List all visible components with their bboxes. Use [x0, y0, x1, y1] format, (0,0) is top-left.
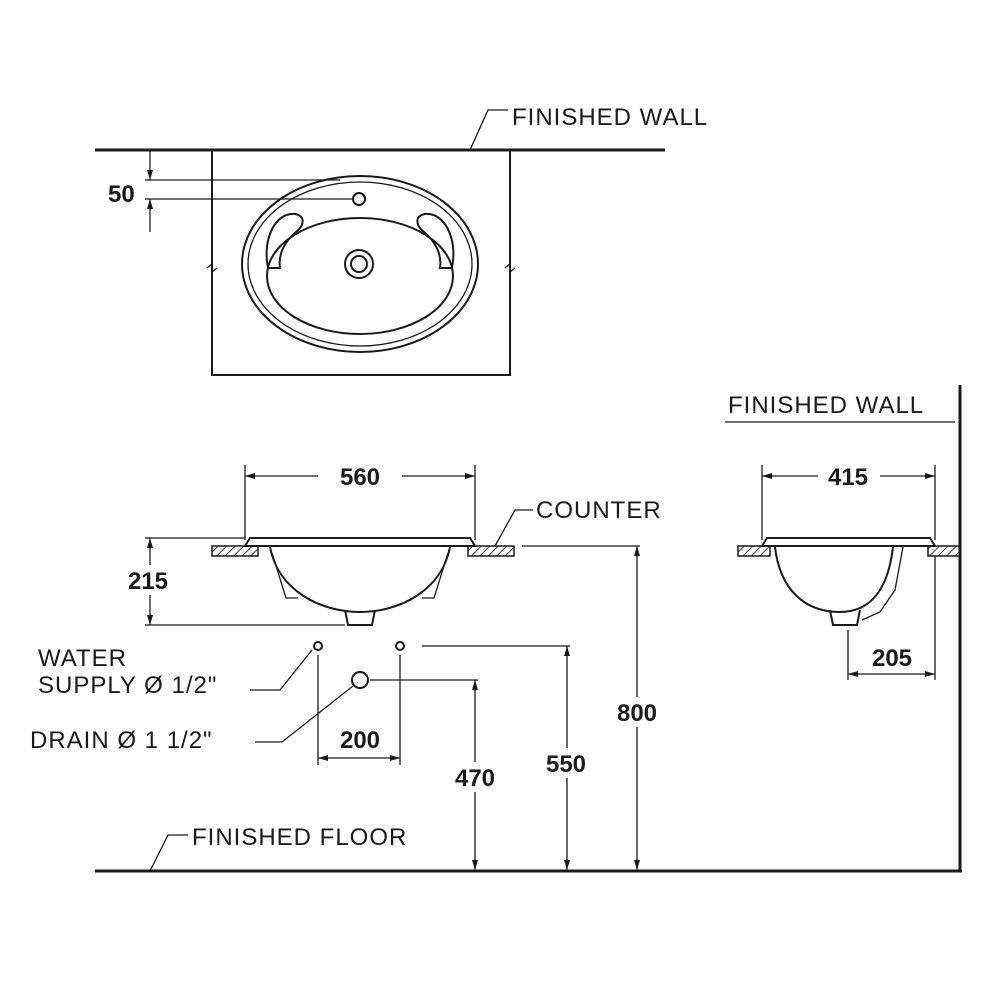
- basin-back-right: [422, 552, 449, 599]
- counter-outline-plan: [211, 149, 511, 376]
- break-mark-right: [504, 262, 516, 274]
- side-drain-outlet: [829, 609, 861, 626]
- floor: FINISHED FLOOR: [95, 824, 962, 873]
- basin-height-text-bg: [120, 565, 180, 595]
- water-supply-right: [395, 641, 405, 651]
- side-basin-rim: [760, 537, 937, 547]
- counter-section-side-left: [737, 545, 771, 557]
- basin-depth-text-bg: [818, 460, 880, 490]
- overflow-slot-left: [265, 212, 304, 269]
- basin-width-text-bg: [318, 460, 402, 490]
- drain-hole-outer: [344, 249, 374, 279]
- finished-floor-label: FINISHED FLOOR: [192, 824, 407, 851]
- basin-bowl-front: [269, 546, 451, 614]
- drain-height-text-bg: [447, 762, 503, 792]
- counter-section-right: [467, 545, 515, 557]
- drain-outlet-wall: [351, 671, 369, 689]
- basin-depth-dimension: 415: [828, 464, 868, 491]
- drain-hole-inner: [350, 255, 368, 273]
- counter-section-left: [211, 545, 259, 557]
- finished-floor-leader: [149, 834, 188, 872]
- counter-label: COUNTER: [536, 497, 662, 524]
- counter-leader: [494, 509, 533, 547]
- finished-wall-leader-top: [469, 109, 508, 151]
- basin-back-left: [271, 552, 298, 599]
- drain-leader: [255, 685, 354, 743]
- drain-height-dimension: 470: [455, 765, 495, 792]
- drain-label: DRAIN Ø 1 1/2": [30, 727, 213, 754]
- side-depth-dimension: 205: [872, 645, 912, 672]
- drain-outlet-front: [344, 609, 376, 626]
- supply-spacing-dimension: 200: [340, 727, 380, 754]
- counter-height-text-bg: [607, 697, 667, 727]
- plan-view: FINISHED WALL 50: [95, 104, 708, 376]
- water-supply-leader: [250, 649, 313, 691]
- basin-rim-inner: [247, 181, 473, 347]
- water-supply-label-line1: WATER: [38, 645, 127, 672]
- basin-width-dimension: 560: [340, 464, 380, 491]
- basin-height-dimension: 215: [128, 568, 168, 595]
- finished-wall-label-side: FINISHED WALL: [728, 392, 924, 419]
- basin-bowl: [266, 217, 454, 335]
- break-mark-left: [206, 262, 218, 274]
- overflow-slot-right: [416, 212, 455, 269]
- finished-wall-label-top: FINISHED WALL: [512, 104, 708, 131]
- side-basin-bowl: [774, 546, 894, 614]
- supply-height-text-bg: [537, 748, 597, 778]
- side-basin-back: [861, 546, 904, 621]
- counter-section-side-right: [927, 545, 961, 557]
- basin-rim-outer: [241, 175, 479, 353]
- water-supply-label-line2: SUPPLY Ø 1/2": [38, 672, 217, 699]
- water-supply-left: [313, 641, 323, 651]
- supply-height-dimension: 550: [546, 751, 586, 778]
- basin-rim-front: [243, 537, 477, 547]
- front-elevation: 560 COUNTER 215 WATER SUPPLY Ø 1/2" DRAI…: [30, 460, 667, 870]
- faucet-offset-dimension: 50: [108, 181, 135, 208]
- side-elevation: FINISHED WALL 415 205: [725, 385, 962, 870]
- faucet-hole: [352, 192, 366, 206]
- counter-height-dimension: 800: [617, 700, 657, 727]
